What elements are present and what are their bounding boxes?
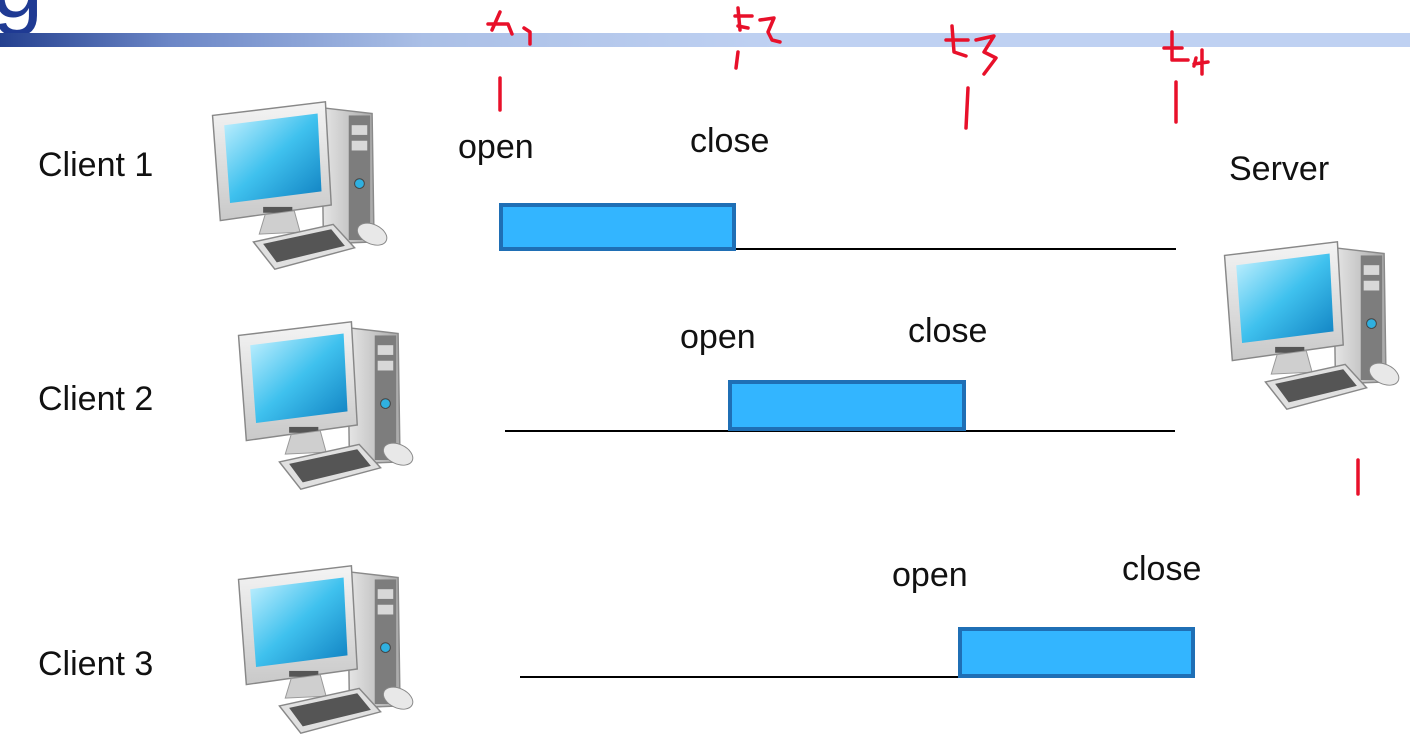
client-2-timeline <box>505 430 1175 432</box>
client-2-close-label: close <box>908 312 988 350</box>
server-label: Server <box>1229 150 1330 188</box>
server-computer-icon <box>1223 241 1404 410</box>
client-2-open-label: open <box>680 318 756 356</box>
client-1-session-bar <box>499 203 736 251</box>
time-mark-t1 <box>486 10 532 112</box>
time-mark-t2 <box>733 6 782 70</box>
client-2-label: Client 2 <box>38 380 154 418</box>
client-1-computer-icon <box>211 101 392 270</box>
client-2-computer-icon <box>237 321 418 490</box>
client-1-label: Client 1 <box>38 146 154 184</box>
slide-title-fragment: g <box>0 0 43 32</box>
time-mark-t4 <box>1162 30 1210 124</box>
client-1-close-label: close <box>690 122 770 160</box>
client-3-close-label: close <box>1122 550 1202 588</box>
client-3-computer-icon <box>237 565 418 734</box>
client-2-session-bar <box>728 380 966 431</box>
client-1-open-label: open <box>458 128 534 166</box>
title-underline-bar <box>0 33 1410 47</box>
client-3-open-label: open <box>892 556 968 594</box>
client-1-timeline <box>500 248 1176 250</box>
client-3-session-bar <box>958 627 1195 678</box>
client-3-label: Client 3 <box>38 645 154 683</box>
time-mark-t3 <box>944 24 998 130</box>
client-3-timeline <box>520 676 1190 678</box>
